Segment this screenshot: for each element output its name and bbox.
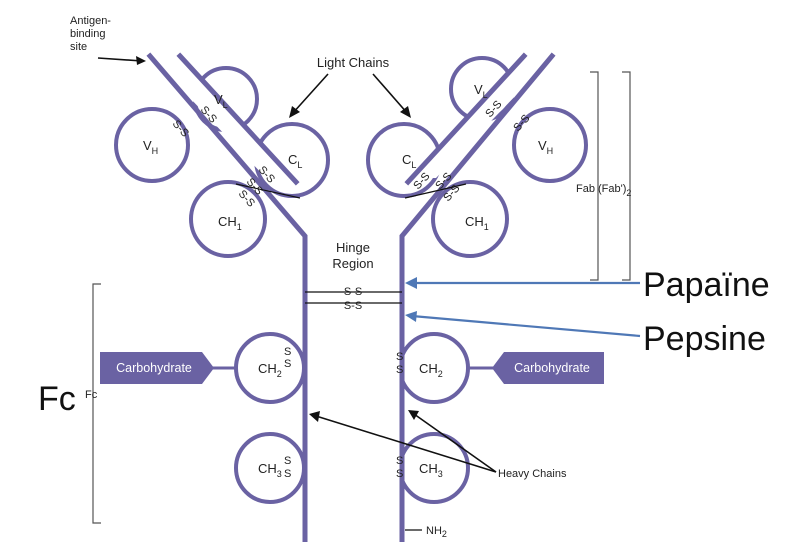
heavy-chain-arrow-right [413, 413, 497, 473]
label-ch2-right: CH2 [419, 361, 443, 379]
ch1-link-right [404, 183, 467, 199]
ch2-left-s2: S [284, 358, 291, 370]
fc-bracket [92, 283, 101, 524]
label-ch1-right: CH1 [465, 214, 489, 232]
ch3-left-s2: S [284, 468, 291, 480]
antigen-label-line3: site [70, 41, 87, 53]
light-chain-arrowhead-right [400, 106, 411, 118]
label-vh-left: VH [143, 138, 158, 156]
fab-bracket-outer [622, 71, 631, 281]
label-ch1-left: CH1 [218, 214, 242, 232]
nh2-label: NH2 [426, 525, 447, 539]
light-chain-arrow-left [291, 73, 329, 115]
ch1-left-domain [189, 180, 267, 258]
heavy-chains-label: Heavy Chains [498, 468, 567, 480]
light-chain-arrowhead-left [289, 106, 300, 118]
heavy-chain-arrowhead-right [408, 410, 419, 420]
pepsine-arrow [411, 314, 641, 338]
label-vl-left: VL [214, 92, 228, 110]
carbohydrate-label-right: Carbohydrate [514, 361, 590, 375]
fab-bracket-inner [590, 71, 599, 281]
carbohydrate-tag-left [100, 352, 214, 384]
pepsine-label: Pepsine [643, 320, 766, 358]
label-cl-right: CL [402, 152, 416, 170]
antigen-arrowhead [136, 56, 146, 65]
label-cl-left: CL [288, 152, 302, 170]
fc-big-label: Fc [38, 380, 76, 418]
antigen-label-line1: Antigen- [70, 15, 111, 27]
fab-label: Fab (Fab')2 [576, 183, 631, 198]
ch3-right-s2: S [396, 468, 403, 480]
vh-left-domain [114, 107, 190, 183]
heavy-chain-right [399, 52, 556, 542]
label-ch2-left: CH2 [258, 361, 282, 379]
light-chain-right [404, 52, 528, 186]
pepsine-arrowhead [405, 311, 417, 322]
vh-right-domain [512, 107, 588, 183]
ch3-right-s1: S [396, 455, 403, 467]
hinge-label-line1: Hinge [336, 240, 370, 255]
light-chains-label: Light Chains [317, 55, 390, 70]
label-ch3-right: CH3 [419, 461, 443, 479]
fc-small-label: Fc [85, 389, 98, 401]
ch2-right-s2: S [396, 364, 403, 376]
carbohydrate-tag-right [492, 352, 604, 384]
antigen-label-line2: binding [70, 28, 105, 40]
ch3-left-s1: S [284, 455, 291, 467]
heavy-chain-arrowhead-left [309, 411, 320, 422]
antigen-arrow [97, 57, 143, 62]
ch2-left-s1: S [284, 346, 291, 358]
papaine-arrowhead [405, 277, 417, 289]
light-chain-arrow-right [372, 73, 409, 115]
label-vh-right: VH [538, 138, 553, 156]
hinge-ss-1: S-S [344, 286, 362, 298]
ch2-right-s1: S [396, 351, 403, 363]
papaine-label: Papaïne [643, 266, 770, 304]
label-vl-right: VL [474, 82, 488, 100]
label-ch3-left: CH3 [258, 461, 282, 479]
light-chain-left [176, 52, 300, 186]
hinge-label-line2: Region [332, 256, 373, 271]
ch1-right-domain [431, 180, 509, 258]
hinge-ss-2: S-S [344, 300, 362, 312]
ch1-link-left [235, 183, 301, 199]
heavy-chain-left [146, 52, 308, 542]
carbohydrate-label-left: Carbohydrate [116, 361, 192, 375]
heavy-chain-arrow-left [315, 415, 497, 473]
